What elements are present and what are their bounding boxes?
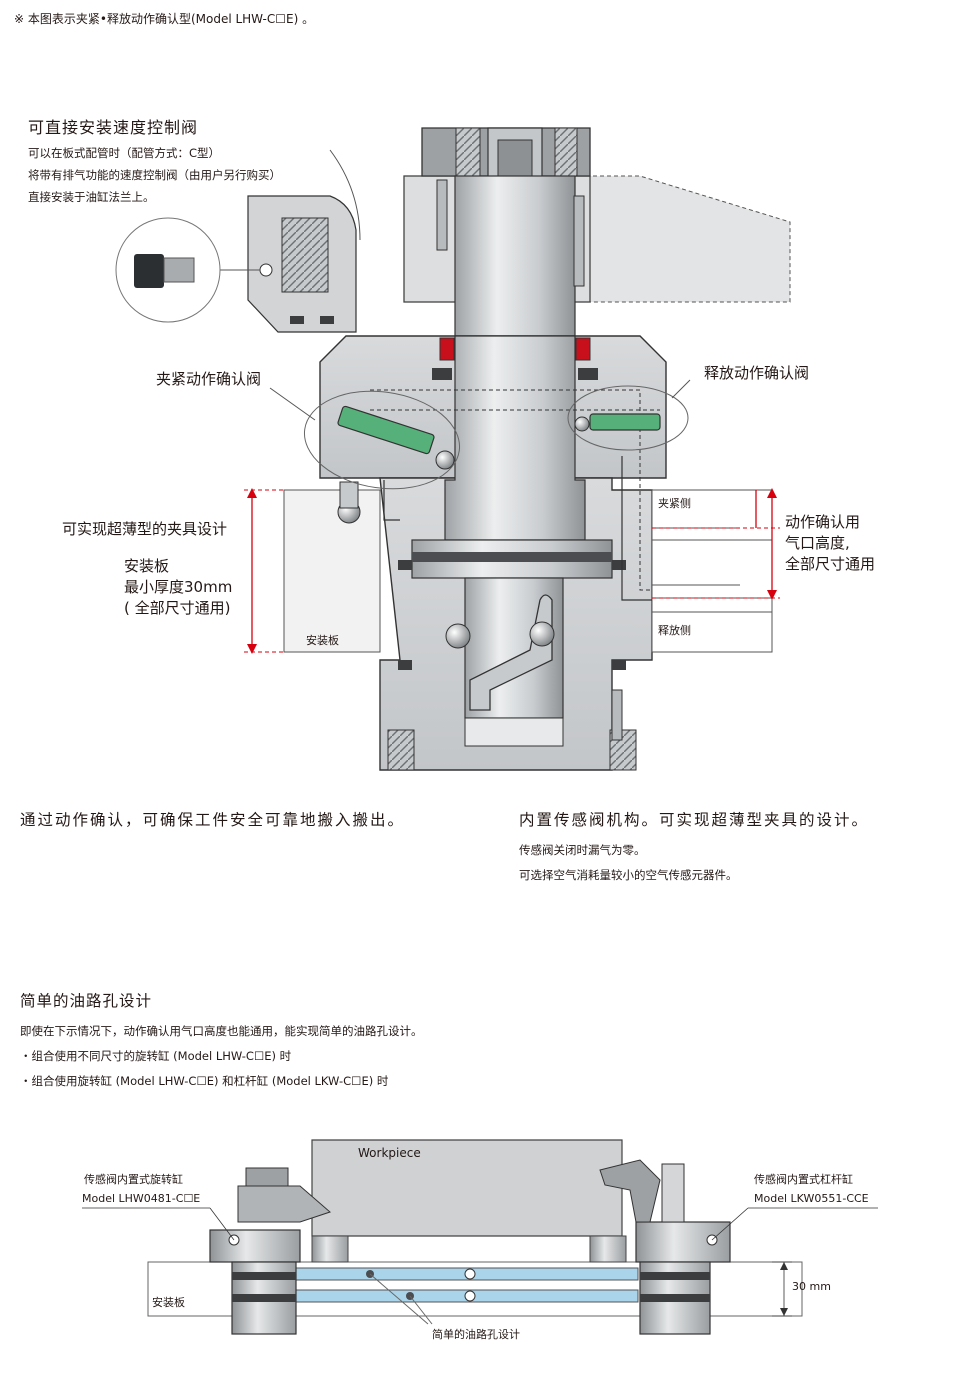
release-sensor-valve [589, 413, 661, 431]
rod-seal-left [439, 337, 455, 361]
mount-plate-small-label: 安装板 [306, 634, 339, 647]
mount-plate-thickness-label: 安装板 最小厚度30mm ( 全部尺寸通用) [124, 556, 232, 619]
right-cylinder-name: 传感阀内置式杠杆缸 [754, 1173, 853, 1186]
oil-hole-heading: 简单的油路孔设计 [20, 992, 153, 1010]
mount-plate-line: ( 全部尺寸通用) [124, 599, 231, 617]
clamp-sensor-valve [337, 405, 435, 455]
oil-hole-description: 即使在下示情况下，动作确认用气口高度也能通用，能实现简单的油路孔设计。 ・组合使… [20, 1019, 423, 1094]
oil-hole-label: 简单的油路孔设计 [432, 1328, 520, 1341]
oil-hole-upper [295, 1267, 639, 1281]
plate-thickness-label: 30 mm [792, 1280, 831, 1293]
mounting-plate-right [651, 489, 773, 653]
clamp-valve-label: 夹紧动作确认阀 [156, 370, 262, 388]
mounting-plate-left [283, 489, 381, 653]
clamp-side-label: 夹紧侧 [658, 497, 691, 510]
sensor-valve-line: 传感阀关闭时漏气为零。 [519, 843, 646, 857]
fixture-mount-plate [147, 1261, 803, 1317]
cam-groove [469, 594, 553, 711]
right-cylinder-model: Model LKW0551-CCE [754, 1192, 869, 1205]
top-note: ※ 本图表示夹紧•释放动作确认型(Model LHW-C☐E) 。 [14, 12, 315, 26]
speed-control-line: 将带有排气功能的速度控制阀（由用户另行购买） [28, 168, 281, 182]
oil-hole-lower [295, 1289, 639, 1303]
port-height-line: 全部尺寸通用 [785, 555, 876, 573]
guide-ball-left [445, 623, 471, 649]
speed-control-line: 直接安装于油缸法兰上。 [28, 190, 155, 204]
release-valve-label: 释放动作确认阀 [704, 364, 810, 382]
fixture-mount-plate-label: 安装板 [152, 1296, 185, 1309]
left-cylinder-name: 传感阀内置式旋转缸 [84, 1173, 183, 1186]
piston-rod [444, 335, 586, 541]
left-cylinder-model: Model LHW0481-C☐E [82, 1192, 201, 1205]
oil-hole-line: 即使在下示情况下，动作确认用气口高度也能通用，能实现简单的油路孔设计。 [20, 1024, 423, 1038]
oil-hole-line: ・组合使用旋转缸 (Model LHW-C☐E) 和杠杆缸 (Model LKW… [20, 1074, 389, 1088]
clamp-valve-callout [303, 390, 461, 490]
right-lever-cylinder [635, 1221, 731, 1263]
workpiece-label: Workpiece [358, 1146, 421, 1160]
mount-plate-line: 最小厚度30mm [124, 578, 233, 596]
rod-seal-right [575, 337, 591, 361]
safety-heading: 通过动作确认，可确保工件安全可靠地搬入搬出。 [20, 811, 406, 829]
thin-fixture-label: 可实现超薄型的夹具设计 [62, 520, 228, 538]
mount-plate-line: 安装板 [124, 557, 170, 575]
speed-control-title: 可直接安装速度控制阀 [28, 118, 199, 137]
port-height-label: 动作确认用 气口高度, 全部尺寸通用 [785, 512, 875, 575]
port-height-line: 气口高度, [785, 534, 850, 552]
sensor-valve-heading: 内置传感阀机构。可实现超薄型夹具的设计。 [519, 811, 870, 829]
sensor-valve-line: 可选择空气消耗量较小的空气传感元器件。 [519, 868, 738, 882]
port-height-line: 动作确认用 [785, 513, 861, 531]
guide-ball-right [529, 621, 555, 647]
cylinder-cross-section-diagram [115, 127, 791, 771]
piston-rod-upper [454, 175, 576, 337]
release-side-label: 释放侧 [658, 624, 691, 637]
speed-control-description: 可以在板式配管时（配管方式：C型） 将带有排气功能的速度控制阀（由用户另行购买）… [28, 142, 281, 208]
release-valve-callout [567, 385, 689, 451]
oil-hole-line: ・组合使用不同尺寸的旋转缸 (Model LHW-C☐E) 时 [20, 1049, 292, 1063]
speed-control-line: 可以在板式配管时（配管方式：C型） [28, 146, 221, 160]
left-rotary-cylinder [209, 1229, 301, 1263]
sensor-valve-description: 传感阀关闭时漏气为零。 可选择空气消耗量较小的空气传感元器件。 [519, 838, 738, 888]
